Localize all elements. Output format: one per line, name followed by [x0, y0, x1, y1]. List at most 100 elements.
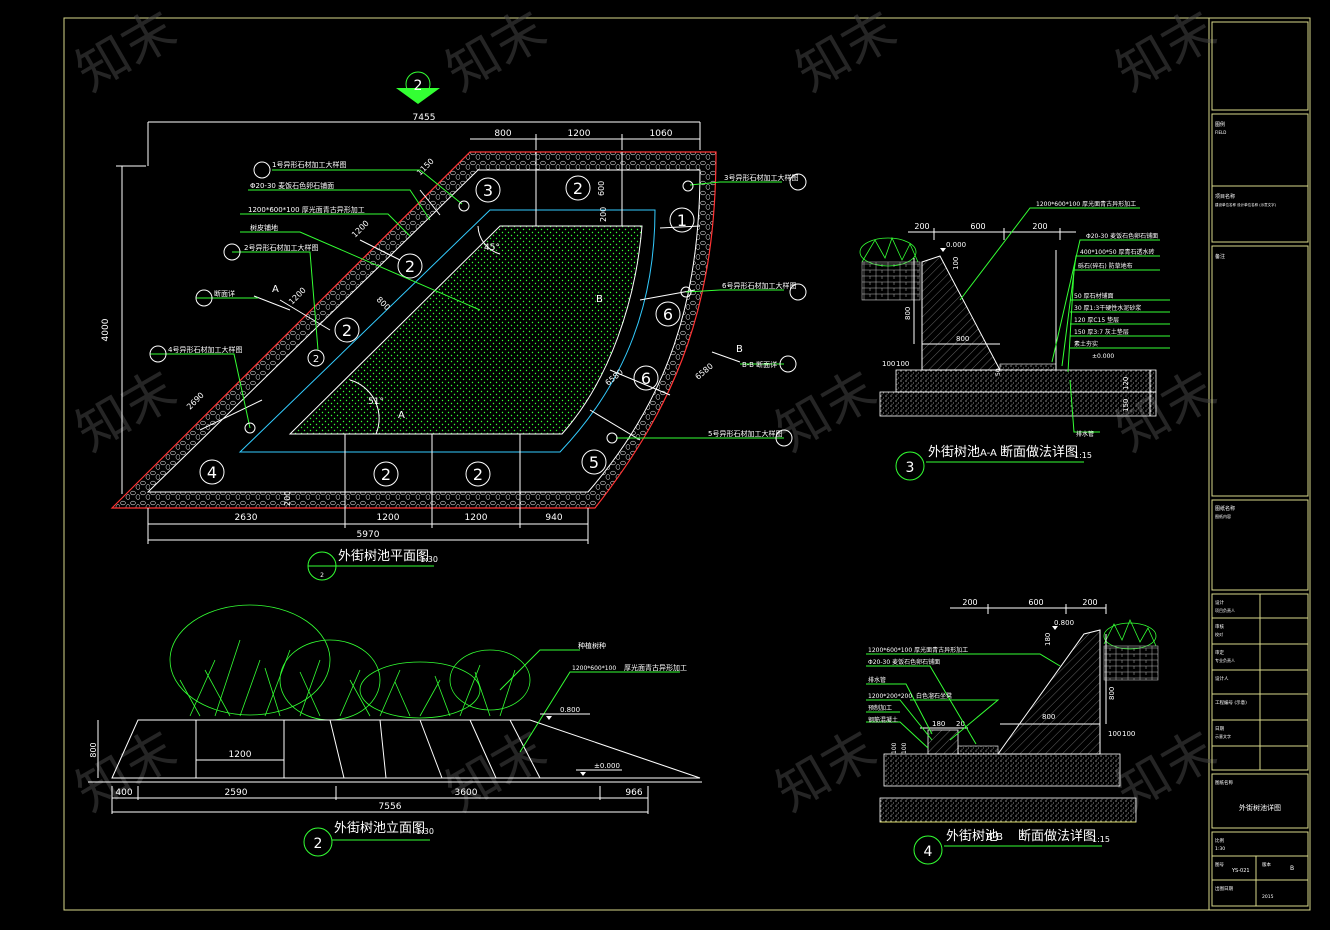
elev-dim: 400: [115, 788, 132, 798]
section-a-level: ±0.000: [1092, 353, 1114, 360]
watermark: 知末: [67, 719, 187, 823]
section-b-plant: [1103, 618, 1157, 650]
title-block: 图例 FIELD 项目名称 建设单位名称 设计单位名称 (示意文字) 备注 图纸…: [1211, 21, 1309, 907]
tb-field: 图纸名称: [1215, 505, 1235, 512]
section-b-subbase: [879, 797, 1137, 823]
elevation-plants: [169, 604, 531, 721]
dim-bottom: 940: [545, 513, 562, 523]
section-a-title-mark: A-A: [980, 448, 997, 459]
dim-bottom: 1200: [465, 513, 488, 523]
angle-arc: [477, 225, 501, 255]
section-b-title-pre: 外街树池: [946, 829, 998, 844]
tb-project-box: [1211, 113, 1309, 243]
piece-number: 2: [573, 179, 583, 198]
section-a-label: 150 厚3:7 灰土垫层: [1074, 328, 1129, 336]
cut-line: [253, 295, 291, 311]
section-a-stone: [921, 255, 1001, 371]
section-a-label: 素土夯实: [1074, 340, 1098, 348]
tb-field: 1:30: [1215, 846, 1225, 852]
section-a-dim: 100: [952, 257, 960, 270]
outer-frame: [63, 17, 1311, 911]
tb-field: YS-021: [1231, 868, 1250, 874]
elev-level: ±0.000: [594, 762, 620, 770]
dim-bottom: 1200: [377, 513, 400, 523]
dim-left: 4000: [101, 318, 111, 341]
section-b: 200 600 200 180 800 800 180 20 100 100 1…: [866, 598, 1159, 865]
section-b-label: 预制加工: [868, 704, 892, 712]
dim-top-total: 7455: [413, 113, 436, 123]
piece-number: 2: [405, 257, 415, 276]
tb-number-lines: [1212, 855, 1308, 906]
callout-text: B-B 断面详: [742, 360, 777, 369]
tb-drawing-box: [1211, 499, 1309, 591]
tb-field: 版本: [1262, 861, 1271, 868]
section-a-dim: 120: [1122, 377, 1130, 390]
elevation-scale: 1:30: [416, 827, 434, 836]
piece-number: 5: [589, 453, 599, 472]
section-b-scale: 1:15: [1092, 835, 1110, 844]
watermark: 知末: [437, 719, 557, 823]
callout-text: 树皮铺地: [250, 223, 278, 232]
section-a-label: 排水管: [1076, 430, 1094, 438]
plan-title-bubble-num: 2: [320, 572, 324, 579]
section-a-dims: [908, 228, 1151, 416]
watermark: 知末: [67, 0, 187, 103]
watermark: 知末: [67, 359, 187, 463]
section-mark: A: [272, 284, 279, 295]
plan-callout-leaders: [150, 169, 784, 439]
elevation-title: 外街树池立面图: [334, 821, 425, 836]
plan-callout-tags: [149, 161, 807, 447]
tb-field: 审核: [1215, 623, 1224, 630]
angle-label: 51°: [368, 397, 384, 407]
section-a-dim: 600: [970, 222, 985, 231]
section-b-title-number: 4: [924, 844, 933, 860]
dim-top: 800: [494, 129, 511, 139]
tb-field: B: [1290, 865, 1294, 872]
section-a-dim: 100: [882, 360, 895, 368]
section-a-title-post: 断面做法详图: [1000, 445, 1078, 460]
section-b-label: 1200*200*200: [868, 693, 912, 700]
tb-field: 项目名称: [1215, 193, 1235, 200]
tb-field: 日期: [1215, 726, 1224, 732]
section-b-dim: 800: [1042, 713, 1055, 721]
section-b-pebbles: [957, 745, 999, 755]
section-a-dim: 800: [956, 335, 969, 343]
dim-misc: 2690: [185, 391, 206, 412]
elev-dim: 2590: [225, 788, 248, 798]
elevation-leaders: [499, 649, 680, 753]
watermark: 知末: [767, 719, 887, 823]
section-a-base: [895, 369, 1157, 393]
dim-misc: 200: [599, 207, 608, 222]
tb-title-box: [1211, 773, 1309, 829]
dim-misc: 6580: [694, 362, 715, 382]
watermark: 知末: [767, 359, 887, 463]
tb-field: 2015: [1262, 894, 1274, 900]
callout-text: 2号异形石材加工大样图: [244, 243, 318, 252]
section-b-leaders: [866, 653, 1061, 749]
tb-field: 建设单位名称 设计单位名称 (示意文字): [1215, 202, 1277, 207]
section-b-dim: 100: [891, 742, 898, 754]
section-a-dim: 200: [914, 222, 929, 231]
piece-number: 4: [207, 463, 217, 482]
section-b-title-mark: B-B: [986, 832, 1003, 843]
callout-text: Φ20-30 麦饭石色卵石铺面: [250, 181, 334, 190]
tb-field: 项目负责人: [1215, 607, 1235, 613]
callout-text: 5号异形石材加工大样图: [708, 429, 782, 438]
piece-number: 6: [663, 305, 673, 324]
section-a-level: 0.000: [946, 241, 966, 249]
elev-label: 厚光面青古异形加工: [624, 663, 687, 672]
section-a-label: 50 厚石材铺面: [1074, 292, 1114, 300]
section-a-label: Φ20-30 麦饭石色卵石铺面: [1086, 232, 1158, 240]
tb-sign-lines: [1212, 594, 1308, 770]
section-a-dim: 200: [1032, 222, 1047, 231]
view-marker-number: 2: [414, 78, 423, 94]
plan-cyan-ring: [238, 209, 656, 453]
dim-misc: 1200: [350, 219, 371, 240]
level-mark: [1052, 626, 1058, 630]
elev-dim-height: 800: [89, 742, 98, 757]
tb-notes-box: [1211, 245, 1309, 497]
section-a-title-number: 3: [906, 460, 915, 476]
callout-text: 3号异形石材加工大样图: [724, 173, 798, 182]
section-a-leaders: [959, 207, 1170, 433]
